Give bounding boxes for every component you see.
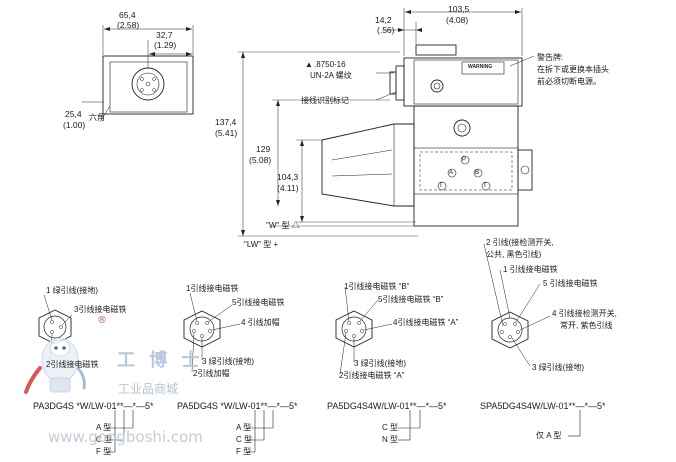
c1-label-1: 1 绿引线(接地) — [46, 286, 98, 295]
port-t-1: T — [439, 183, 443, 189]
c3-label-2: 5引线接电磁铁 “B” — [378, 295, 444, 304]
port-a: A — [449, 170, 454, 176]
c4-label-1a: 2 引线(接检测开关, — [486, 238, 554, 247]
c2-label-4: 3 绿引线(接地) — [202, 357, 254, 366]
c4-label-1b: 公共, 黑色引线) — [486, 250, 542, 259]
c3-label-3: 4引线接电磁铁 “A” — [393, 318, 459, 327]
c3-model-code: PA5DG4S4W/LW-01**—*—5* — [327, 401, 447, 411]
c4-label-4b: 常开, 紫色引线 — [560, 321, 613, 330]
c3-type-c: C 型 — [382, 423, 398, 432]
port-b: B — [475, 170, 480, 176]
body-port — [453, 119, 471, 137]
c3-label-1: 1引线接电磁铁 “B” — [344, 282, 410, 291]
dim-104: 104,3 — [277, 172, 299, 182]
warning-plate-text: WARNING — [468, 64, 493, 70]
watermark-brand: 工 博 士 — [117, 350, 204, 371]
c4-label-3: 5 引线接电磁铁 — [543, 279, 598, 288]
c2-type-c: C 型 — [236, 435, 252, 444]
right-cap — [517, 149, 533, 191]
dim-104-inch: (4.11) — [277, 183, 299, 193]
thread-spec: .8750-16 — [314, 60, 346, 69]
warning-plate — [461, 61, 505, 75]
c3-label-5: 2引线接电磁铁 “A” — [339, 371, 405, 380]
warning-line-1: 在拆下或更换本插头 — [537, 65, 609, 74]
c4-model-code: SPA5DG4S4W/LW-01**—*—5* — [480, 401, 606, 411]
solenoid-housing — [321, 123, 415, 207]
c1-model-code: PA3DG4S *W/LW-01**—*—5* — [33, 401, 154, 411]
dim-32: 32,7 — [156, 30, 173, 40]
valve-body — [413, 105, 519, 227]
c4-label-2: 1 引线接电磁铁 — [503, 265, 558, 274]
warning-title: 警告牌: — [537, 53, 564, 62]
c4-label-5: 3 绿引线(接地) — [532, 363, 584, 372]
c4-label-4a: 4 引线接检测开关, — [552, 309, 617, 318]
dim-14-inch: (.56) — [377, 25, 395, 35]
dim-14: 14,2 — [375, 15, 392, 25]
c2-label-3: 4 引线加帽 — [241, 318, 280, 327]
watermark-logo — [24, 337, 86, 394]
dim-32-inch: (1.29) — [154, 40, 177, 50]
dim-129-inch: (5.08) — [249, 155, 272, 165]
c2-label-1: 1引线接电磁铁 — [186, 284, 239, 293]
subplate — [413, 147, 519, 195]
dim-25-inch: (1.00) — [63, 120, 86, 130]
dim-137: 137,4 — [215, 117, 237, 127]
lw-type-label: "LW" 型 + — [244, 240, 279, 249]
dim-25: 25,4 — [65, 109, 82, 119]
port-t-2: T — [483, 183, 487, 189]
c3-type-n: N 型 — [382, 435, 398, 444]
watermark-url: www.gongboshi.com — [48, 428, 203, 446]
c2-label-5: 2引线加帽 — [193, 369, 230, 378]
w-type-label: "W" 型 △ — [266, 221, 300, 230]
c1-type-a: A 型 — [96, 423, 112, 432]
thread-triangle: ▲ — [305, 60, 313, 69]
plug-top — [415, 44, 457, 56]
connector-4-hex — [491, 311, 529, 349]
dim-103: 103,5 — [448, 4, 470, 14]
dim-103-inch: (4.08) — [446, 15, 469, 25]
c3-label-4: 3 绿引线(接地) — [354, 359, 406, 368]
watermark-subtitle: 工业品商城 — [118, 382, 179, 396]
cable-gland — [430, 79, 444, 93]
c1-label-2: 3引线接电磁铁 — [74, 305, 127, 314]
dim-129: 129 — [256, 144, 271, 154]
c4-type-a-only: 仅 A 型 — [536, 431, 562, 440]
c1-type-f: F 型 — [96, 447, 112, 456]
c1-label-3: 2引线接电磁铁 — [46, 360, 99, 369]
watermark-registered: ® — [97, 315, 107, 326]
c2-type-a: A 型 — [236, 423, 252, 432]
dim-65-inch: (2.58) — [117, 20, 140, 30]
c2-label-2: 5引线接电磁铁 — [232, 298, 285, 307]
hex-label: 六角 — [89, 113, 105, 122]
port-p: P — [462, 157, 467, 163]
c2-model-code: PA5DG4S *W/LW-01**—*—5* — [177, 401, 298, 411]
dim-137-inch: (5.41) — [215, 128, 238, 138]
c1-type-c: C 型 — [96, 435, 112, 444]
dim-65: 65,4 — [119, 10, 136, 20]
thread-standard: UN-2A 螺纹 — [310, 71, 352, 80]
c2-type-f: F 型 — [236, 447, 252, 456]
warning-line-2: 前必须切断电源。 — [537, 77, 601, 86]
wiring-mark-label: 接线识别标记 — [301, 96, 349, 105]
